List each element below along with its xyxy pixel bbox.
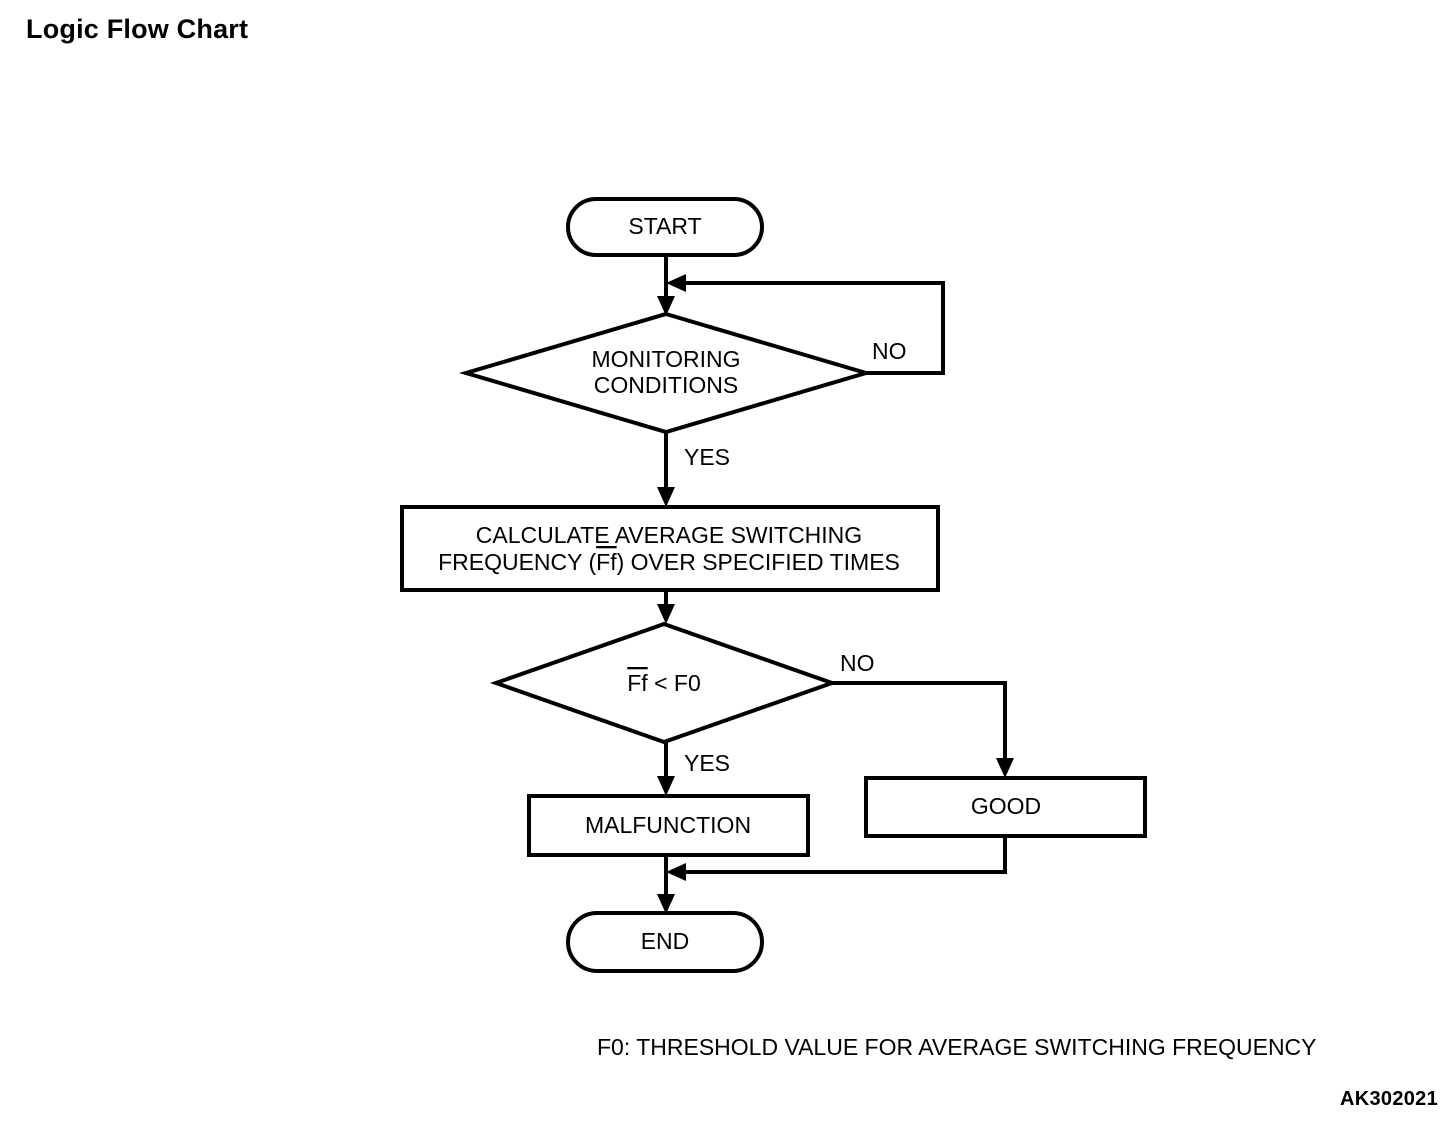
node-start-label: START: [628, 213, 701, 239]
node-compare-label-rest: < F0: [648, 670, 701, 696]
node-start: START: [566, 197, 764, 257]
edge-label-compare-no: NO: [840, 650, 875, 676]
edge-label-monitoring-no: NO: [872, 338, 907, 364]
node-monitoring-conditions: MONITORING CONDITIONS: [458, 311, 874, 435]
node-calculate-label-line2-pre: FREQUENCY (: [438, 549, 596, 575]
node-calculate-label-line2-post: ) OVER SPECIFIED TIMES: [617, 549, 900, 575]
node-calculate-label-line2: FREQUENCY (Ff) OVER SPECIFIED TIMES: [438, 549, 900, 575]
node-calculate-average: CALCULATE AVERAGE SWITCHING FREQUENCY (F…: [400, 505, 940, 592]
node-end-label: END: [641, 928, 690, 954]
connector-compare-yes: YES: [657, 742, 730, 796]
legend-note: F0: THRESHOLD VALUE FOR AVERAGE SWITCHIN…: [597, 1034, 1317, 1060]
node-end: END: [566, 911, 764, 973]
node-compare-label-overline: Ff: [627, 670, 648, 696]
connector-good-to-end: [666, 836, 1007, 881]
node-monitoring-label-line1: MONITORING: [591, 346, 740, 372]
connector-calculate-to-compare: [657, 590, 675, 624]
node-calculate-label-line2-overline: Ff: [596, 549, 617, 575]
node-compare-label: Ff < F0: [627, 670, 701, 696]
node-calculate-label-line1: CALCULATE AVERAGE SWITCHING: [476, 522, 862, 548]
connector-malfunction-to-end: [657, 855, 675, 914]
connector-start-to-monitoring: [657, 255, 675, 316]
node-good: GOOD: [864, 776, 1147, 838]
connector-monitoring-yes: YES: [657, 432, 730, 507]
edge-label-monitoring-yes: YES: [684, 444, 730, 470]
node-good-label: GOOD: [971, 793, 1041, 819]
node-compare-ff-f0: Ff < F0: [489, 621, 839, 745]
connector-monitoring-no-loop: NO: [666, 274, 945, 375]
page-title: Logic Flow Chart: [26, 14, 249, 44]
reference-code: AK302021: [1340, 1088, 1439, 1110]
connector-compare-no: NO: [832, 650, 1014, 778]
node-malfunction: MALFUNCTION: [527, 794, 810, 857]
edge-label-compare-yes: YES: [684, 750, 730, 776]
node-malfunction-label: MALFUNCTION: [585, 812, 751, 838]
node-monitoring-label-line2: CONDITIONS: [594, 372, 738, 398]
